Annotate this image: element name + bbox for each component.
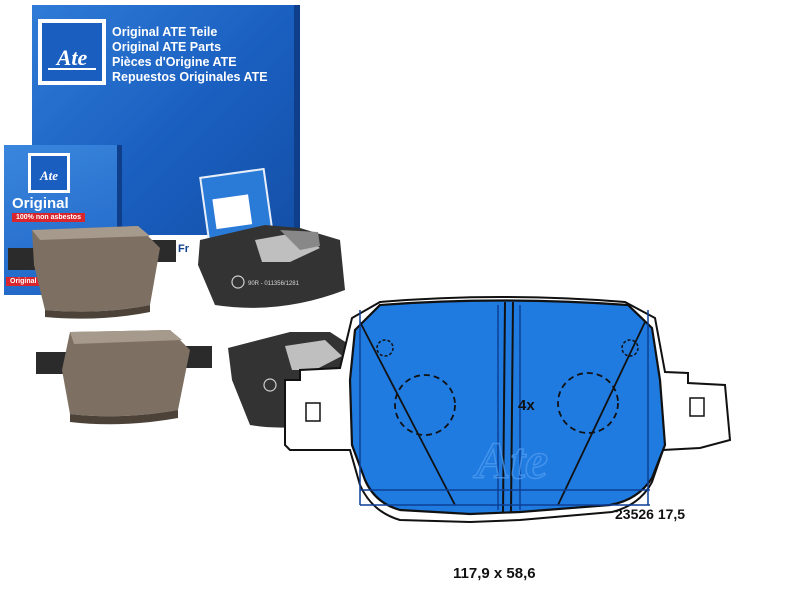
brake-pad-2: 90R - 011356/1281	[198, 225, 345, 308]
part-number-label: 23526 17,5	[615, 506, 686, 522]
dimensions-label: 117,9 x 58,6	[453, 565, 536, 582]
box-side-text: Fr	[178, 243, 189, 255]
right-piston-circle	[557, 372, 619, 434]
box-line-en: Original ATE Parts	[112, 40, 222, 54]
quantity-label: 4x	[518, 397, 535, 414]
right-tab-slot	[689, 397, 705, 417]
pad-stamp: 90R - 011356/1281	[248, 281, 300, 287]
ate-logo-text: Ate	[55, 45, 88, 70]
small-box-badge: 100% non asbestos	[12, 213, 85, 222]
box-line-de: Original ATE Teile	[112, 25, 218, 39]
small-ate-logo: Ate	[28, 153, 70, 193]
ate-watermark: Ate	[473, 433, 548, 490]
brake-pad-3	[36, 330, 212, 425]
friction-material	[348, 299, 667, 516]
ate-logo: Ate	[38, 19, 106, 85]
left-piston-circle	[394, 374, 456, 436]
small-box-bottom: Original ATE	[6, 277, 56, 286]
small-box-title: Original	[12, 195, 69, 212]
box-line-fr: Pièces d'Origine ATE	[112, 55, 237, 69]
box-line-es: Repuestos Originales ATE	[112, 70, 268, 84]
brake-pad-1	[8, 226, 176, 319]
box-lines: Original ATE Teile Original ATE Parts Pi…	[112, 25, 268, 85]
small-logo-text: Ate	[39, 168, 58, 183]
center-groove	[502, 301, 506, 513]
left-tab-slot	[305, 402, 321, 422]
